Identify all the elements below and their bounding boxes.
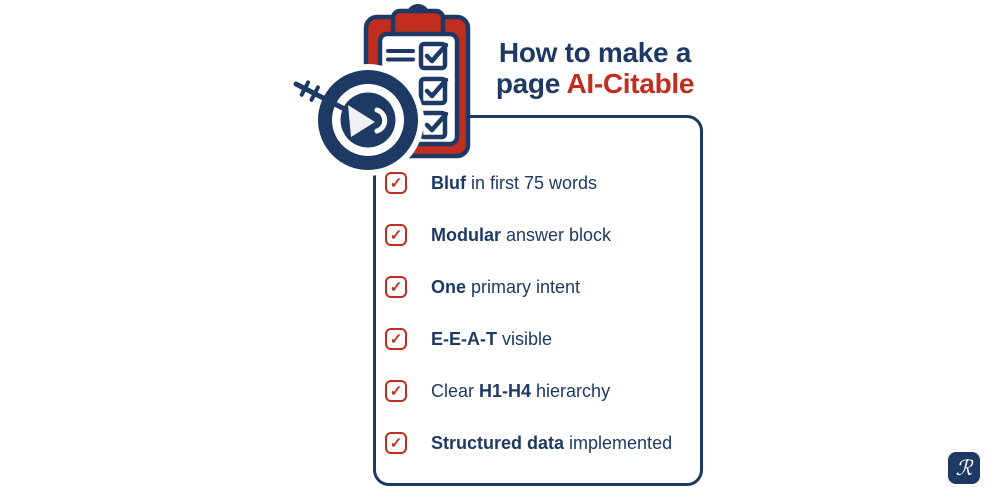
- checklist: ✓ Bluf in first 75 words ✓ Modular answer b…: [373, 157, 703, 469]
- checklist-item: ✓ Bluf in first 75 words: [373, 157, 703, 209]
- checklist-item: ✓ Modular answer block: [373, 209, 703, 261]
- paper-checkmark-icon: [424, 111, 449, 133]
- title-line2-prefix: page: [495, 68, 567, 99]
- clipboard-target-illustration: [293, 4, 471, 176]
- brand-logo: ℛ: [948, 452, 980, 484]
- checklist-item-text: Modular answer block: [431, 224, 612, 245]
- checklist-item-text: Bluf in first 75 words: [431, 172, 598, 193]
- checklist-item: ✓ One primary intent: [373, 261, 703, 313]
- brand-logo-glyph: ℛ: [955, 455, 973, 480]
- checklist-item-text: Clear H1-H4 hierarchy: [431, 380, 611, 401]
- checkbox-checked-icon: ✓: [385, 172, 407, 194]
- checkbox-checked-icon: ✓: [385, 276, 407, 298]
- checklist-panel: [373, 115, 703, 486]
- checklist-item-text: One primary intent: [431, 276, 581, 297]
- checkbox-checked-icon: ✓: [385, 432, 407, 454]
- paper-checkmark-icon: [424, 77, 449, 99]
- checklist-item: ✓ Clear H1-H4 hierarchy: [373, 365, 703, 417]
- checklist-item-text: E-E-A-T visible: [431, 328, 553, 349]
- checklist-item: ✓ Structured data implemented: [373, 417, 703, 469]
- dart-arrowhead: [348, 105, 375, 137]
- title-line-1: How to make a: [498, 37, 692, 68]
- checkbox-checked-icon: ✓: [385, 328, 407, 350]
- checkbox-checked-icon: ✓: [385, 224, 407, 246]
- title-line-2: page AI-Citable: [460, 68, 730, 99]
- title-line2-accent: AI-Citable: [566, 68, 695, 99]
- dart-swoosh: [374, 107, 388, 134]
- paper-checkmark-icon: [424, 42, 449, 64]
- checkbox-checked-icon: ✓: [385, 380, 407, 402]
- checklist-item: ✓ E-E-A-T visible: [373, 313, 703, 365]
- dart-icon: [293, 80, 388, 137]
- checklist-item-text: Structured data implemented: [431, 432, 673, 453]
